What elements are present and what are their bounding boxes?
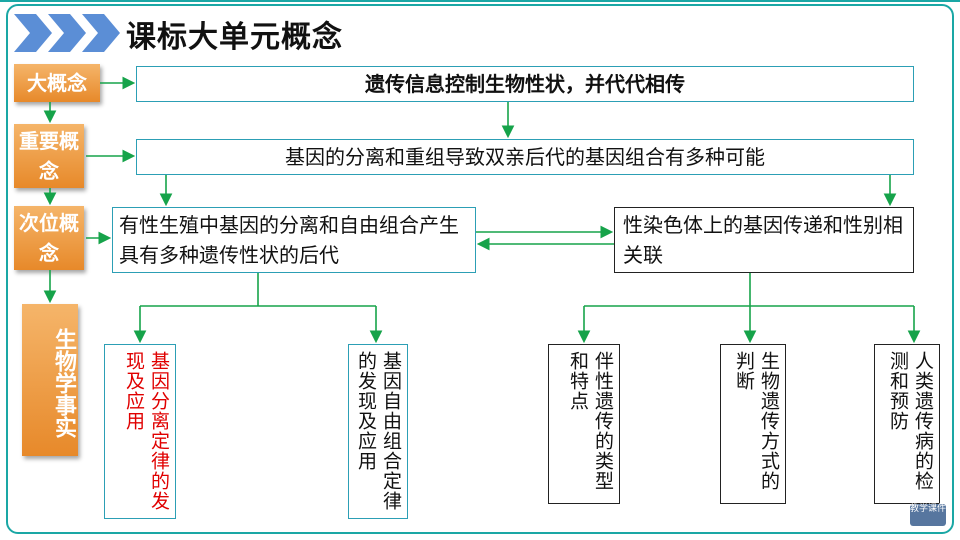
page-title: 课标大单元概念 bbox=[126, 20, 343, 55]
sub-concept-left-box: 有性生殖中基因的分离和自由组合产生具有多种遗传性状的后代 bbox=[112, 207, 476, 273]
level-label-key-concept: 重要概念 bbox=[14, 124, 84, 188]
fact-box-segregation-law: 基因分离定律的发现及应用 bbox=[104, 344, 176, 519]
level-label-sub-concept: 次位概念 bbox=[14, 206, 84, 270]
fact-box-sex-linked-inheritance: 伴性遗传的类型和特点 bbox=[548, 344, 620, 504]
fact-box-inheritance-mode: 生物遗传方式的判断 bbox=[720, 344, 786, 504]
chevron-decoration-icon bbox=[14, 14, 120, 52]
level-label-big-concept: 大概念 bbox=[14, 64, 100, 102]
watermark-logo: 教学课件 bbox=[910, 504, 946, 526]
fact-box-genetic-disease: 人类遗传病的检测和预防 bbox=[874, 344, 940, 504]
sub-concept-right-box: 性染色体上的基因传递和性别相关联 bbox=[614, 207, 914, 273]
fact-box-independent-assortment: 基因自由组合定律的发现及应用 bbox=[348, 344, 408, 519]
big-concept-box: 遗传信息控制生物性状，并代代相传 bbox=[136, 66, 914, 102]
top-accent-line bbox=[0, 0, 960, 2]
key-concept-box: 基因的分离和重组导致双亲后代的基因组合有多种可能 bbox=[136, 139, 914, 175]
level-label-biology-facts: 生物学事实 bbox=[22, 304, 78, 456]
